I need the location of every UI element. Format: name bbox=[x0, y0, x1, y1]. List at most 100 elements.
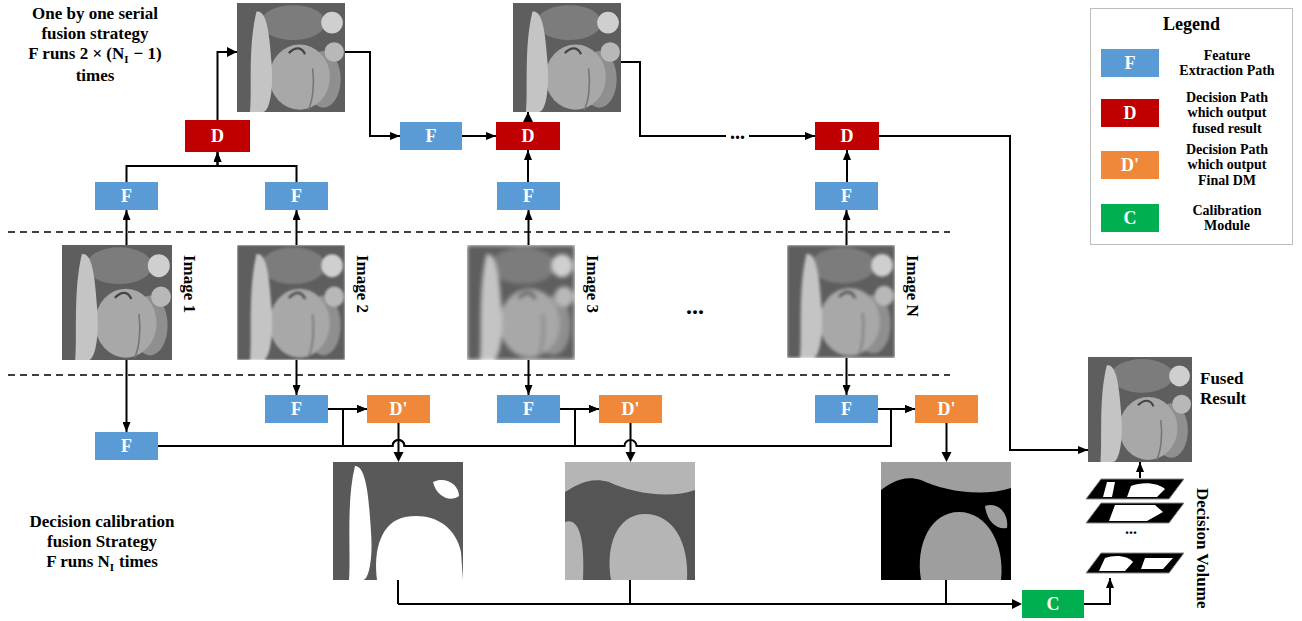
box-letter: D' bbox=[622, 400, 640, 418]
legend-text-wrap: Calibration Module bbox=[1171, 203, 1283, 234]
image-caption: Fused Result bbox=[1200, 369, 1262, 408]
box-letter: F bbox=[841, 400, 852, 418]
ellipsis: ... bbox=[1125, 520, 1137, 537]
pepper-image bbox=[467, 245, 575, 360]
pepper-image bbox=[1088, 357, 1192, 462]
box-letter: F bbox=[523, 187, 534, 205]
connector-arrow bbox=[879, 136, 1088, 450]
final-decision-box: D' bbox=[599, 395, 662, 423]
arrow-head bbox=[942, 452, 952, 462]
decision-map-ground bbox=[881, 462, 1011, 580]
box-letter: F bbox=[523, 400, 534, 418]
legend-row: FFeature Extraction Path bbox=[1101, 49, 1283, 77]
connector-arrow bbox=[527, 150, 529, 182]
feature-box: F bbox=[400, 122, 462, 150]
box-letter: F bbox=[291, 187, 302, 205]
decision-map bbox=[565, 462, 695, 580]
pepper-image bbox=[237, 245, 345, 360]
cost-text: times bbox=[119, 552, 158, 571]
decision-map-ground bbox=[565, 462, 695, 580]
decision-map bbox=[881, 462, 1011, 580]
connector-arrow bbox=[846, 358, 848, 395]
feature-box: F bbox=[265, 182, 328, 210]
source-image: Image 2 bbox=[237, 245, 372, 360]
feature-box: F bbox=[497, 395, 560, 423]
arrow-head bbox=[1012, 599, 1022, 609]
box-letter: C bbox=[1047, 595, 1060, 613]
swatch-letter: C bbox=[1124, 209, 1137, 227]
pepper-image bbox=[62, 245, 172, 360]
intermediate-fused-image bbox=[237, 3, 345, 112]
legend-swatch: F bbox=[1101, 49, 1159, 77]
image-frame bbox=[237, 245, 345, 360]
final-decision-box: D' bbox=[915, 395, 978, 423]
connector-arrow bbox=[126, 210, 128, 245]
image-frame bbox=[62, 245, 172, 360]
arrow-head bbox=[626, 452, 636, 462]
decision-map-region bbox=[609, 514, 687, 580]
box-letter: F bbox=[291, 400, 302, 418]
strategy-cost: F runs 2 × (NI− 1) times bbox=[15, 44, 175, 86]
subscript: I bbox=[124, 53, 128, 65]
decision-box: D bbox=[815, 122, 879, 150]
connector-arrow bbox=[158, 409, 367, 446]
strategy-cost: F runs NItimes bbox=[12, 552, 192, 574]
box-letter: F bbox=[841, 187, 852, 205]
source-image: Image N bbox=[787, 245, 922, 358]
legend-text: Calibration Module bbox=[1192, 203, 1261, 233]
subscript: I bbox=[110, 561, 114, 573]
strategy-title: One by one serial fusion strategy bbox=[15, 4, 175, 43]
connector-arrow bbox=[1139, 462, 1141, 478]
image-caption: Image 2 bbox=[352, 255, 372, 313]
legend-swatch: C bbox=[1101, 204, 1159, 232]
legend-title-row: Legend bbox=[1091, 15, 1292, 35]
box-letter: D' bbox=[938, 400, 956, 418]
connector-arrow bbox=[846, 150, 848, 182]
decision-map-region bbox=[349, 466, 372, 580]
box-letter: D bbox=[211, 127, 224, 145]
final-decision-box: D' bbox=[367, 395, 430, 423]
legend-row: DDecision Path which output fused result bbox=[1101, 99, 1283, 127]
feature-box: F bbox=[815, 395, 878, 423]
label-patch: ... bbox=[726, 122, 749, 142]
decision-map-region bbox=[376, 516, 463, 580]
feature-box: F bbox=[815, 182, 878, 210]
decision-map-region bbox=[920, 512, 1002, 580]
legend-text: Decision Path which output fused result bbox=[1186, 90, 1268, 136]
cost-text: F runs N bbox=[46, 552, 110, 571]
connector-arrow bbox=[296, 360, 298, 395]
ellipsis-holder: ... bbox=[1125, 521, 1137, 537]
feature-box: F bbox=[497, 182, 560, 210]
merge-line bbox=[398, 580, 1012, 604]
decision-map-region bbox=[433, 480, 459, 499]
legend-swatch: D bbox=[1101, 99, 1159, 127]
legend-text-wrap: Decision Path which output fused result bbox=[1171, 90, 1283, 136]
ellipsis: ... bbox=[686, 293, 704, 319]
title-text: Decision calibration fusion Strategy bbox=[30, 512, 175, 551]
fused-image: Fused Result bbox=[1088, 357, 1262, 462]
legend-text-wrap: Decision Path which output Final DM bbox=[1171, 142, 1283, 188]
decision-box: D bbox=[185, 120, 250, 152]
arrow-head bbox=[227, 47, 237, 57]
connector-arrow bbox=[846, 210, 848, 245]
connector-arrow bbox=[127, 152, 218, 182]
box-letter: F bbox=[121, 437, 132, 455]
decision-map-region bbox=[881, 462, 1011, 493]
intermediate-fused-image bbox=[513, 3, 621, 112]
swatch-letter: F bbox=[1125, 54, 1136, 72]
decision-map-ground bbox=[333, 462, 463, 580]
edge-label: ... bbox=[730, 121, 745, 143]
image-frame bbox=[787, 245, 895, 358]
decision-map-region bbox=[565, 521, 583, 580]
pepper-image bbox=[787, 245, 895, 358]
arrow-head bbox=[394, 452, 404, 462]
legend-title: Legend bbox=[1163, 14, 1220, 34]
ellipsis-holder: ... bbox=[686, 294, 704, 318]
legend-swatch: D' bbox=[1101, 151, 1159, 179]
decision-map-region bbox=[985, 505, 1007, 528]
image-caption: Image N bbox=[902, 255, 922, 317]
source-image: Image 1 bbox=[62, 245, 199, 360]
decision-box: D bbox=[496, 122, 560, 150]
swatch-letter: D' bbox=[1121, 156, 1139, 174]
connector-arrow bbox=[462, 135, 496, 137]
